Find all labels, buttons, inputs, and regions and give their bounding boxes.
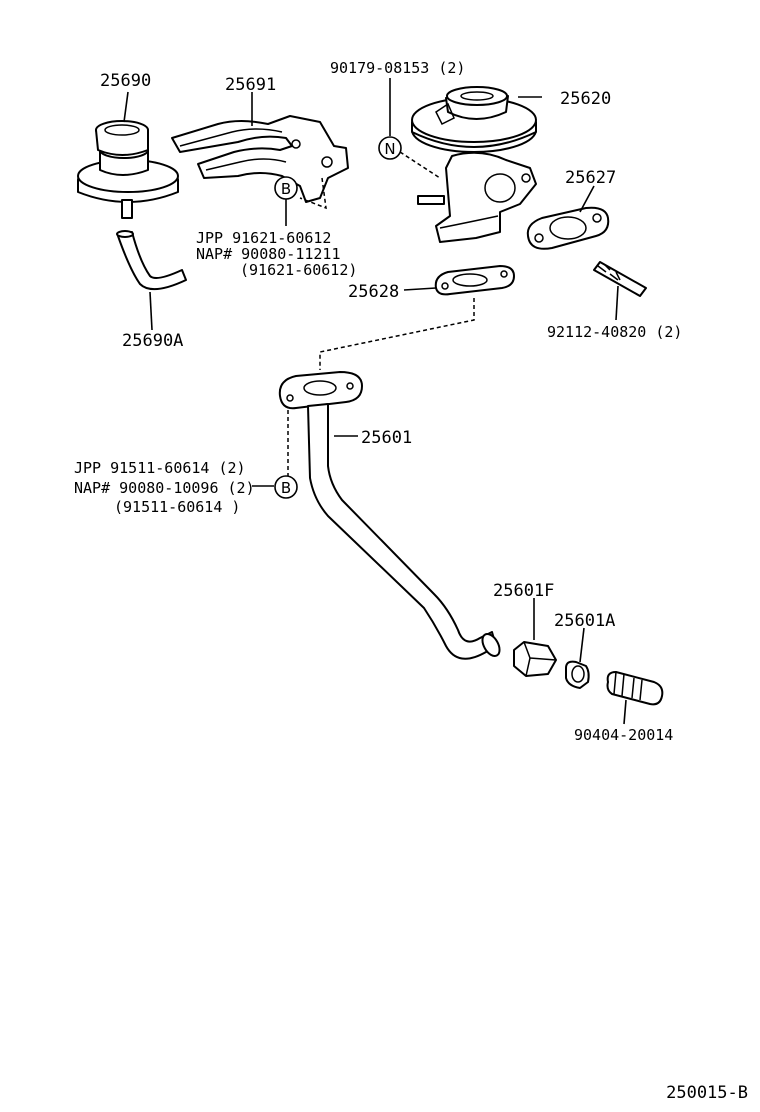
stud-92112[interactable] xyxy=(593,261,647,297)
gasket-25627[interactable] xyxy=(526,206,610,250)
part-labels: 25690 25691 25690A 90179-08153 (2) 25620… xyxy=(100,59,682,744)
marker-b-mid: B xyxy=(274,475,298,499)
vacuum-hose-25690A[interactable] xyxy=(116,230,187,291)
egr-valve-25620[interactable] xyxy=(411,86,537,243)
label-25601F: 25601F xyxy=(493,581,554,601)
gasket-25628[interactable] xyxy=(434,265,515,296)
marker-b-mid-label: B xyxy=(281,479,291,497)
leader-lines xyxy=(123,78,627,725)
label-90179: 90179-08153 (2) xyxy=(330,59,465,77)
bolt-b-mid-alt: (91511-60614 ) xyxy=(114,498,240,516)
bolt-b-mid-refs: JPP 91511-60614 (2) NAP# 90080-10096 (2)… xyxy=(74,459,255,516)
label-25601A: 25601A xyxy=(554,611,615,631)
vacuum-modulator-25690[interactable] xyxy=(77,120,179,219)
dashed-guides xyxy=(287,151,475,476)
bolt-b-top-alt: (91621-60612) xyxy=(240,261,357,279)
bracket-25691[interactable] xyxy=(171,115,349,203)
marker-n-label: N xyxy=(384,140,395,158)
label-25627: 25627 xyxy=(565,168,616,188)
marker-b-top-label: B xyxy=(281,180,291,198)
diagram-code: 250015-B xyxy=(666,1083,748,1103)
label-25601: 25601 xyxy=(361,428,412,448)
label-25690A: 25690A xyxy=(122,331,183,351)
bolt-b-top-nap: NAP# 90080-11211 xyxy=(196,245,341,263)
bolt-b-mid-nap: NAP# 90080-10096 (2) xyxy=(74,479,255,497)
label-92112: 92112-40820 (2) xyxy=(547,323,682,341)
bolt-b-top-refs: JPP 91621-60612 NAP# 90080-11211 (91621-… xyxy=(196,229,357,279)
marker-n: N xyxy=(378,136,402,160)
marker-b-top: B xyxy=(274,176,298,200)
label-25691: 25691 xyxy=(225,75,276,95)
label-90404: 90404-20014 xyxy=(574,726,673,744)
bolt-b-mid-jpp: JPP 91511-60614 (2) xyxy=(74,459,246,477)
sleeve-25601A[interactable] xyxy=(565,660,590,689)
label-25628: 25628 xyxy=(348,282,399,302)
bolt-b-top-jpp: JPP 91621-60612 xyxy=(196,229,331,247)
fitting-90404[interactable] xyxy=(606,671,664,706)
union-nut-25601F[interactable] xyxy=(513,641,557,677)
label-25620: 25620 xyxy=(560,89,611,109)
label-25690: 25690 xyxy=(100,71,151,91)
egr-pipe-25601[interactable] xyxy=(278,371,503,660)
